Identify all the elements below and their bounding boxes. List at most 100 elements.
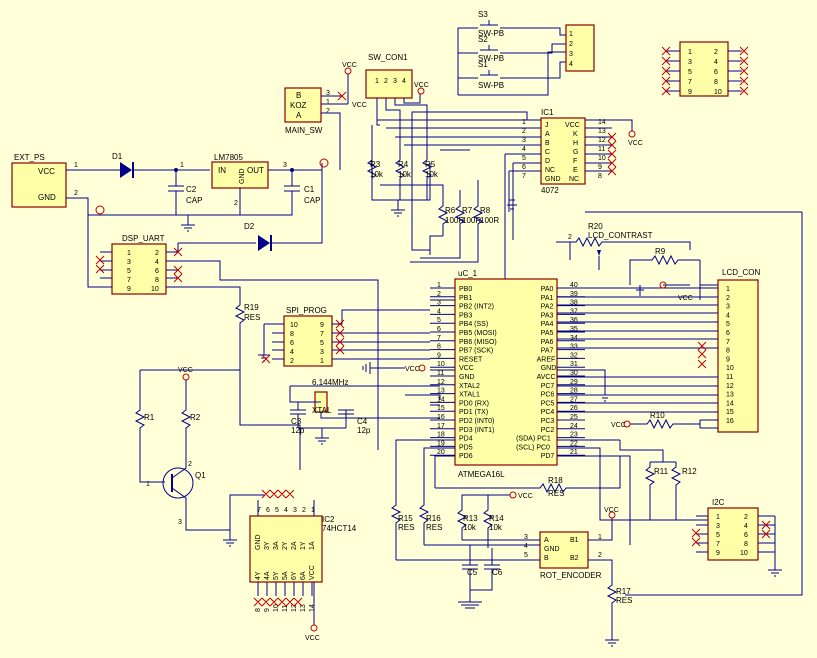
uc-pin-number: 25 bbox=[570, 414, 578, 421]
lcd-pin-number: 15 bbox=[726, 409, 734, 416]
svg-text:9: 9 bbox=[716, 550, 720, 557]
svg-text:74HCT14: 74HCT14 bbox=[322, 524, 357, 533]
resistor-r6: R6 100R bbox=[437, 200, 464, 236]
svg-text:SW-PB: SW-PB bbox=[478, 29, 504, 38]
uc-pin-label: PA1 bbox=[541, 295, 554, 302]
main-switch: B KOZ A 3 1 2 MAIN_SW bbox=[284, 87, 330, 135]
uc-pin-number: 7 bbox=[437, 335, 441, 342]
svg-text:7: 7 bbox=[716, 541, 720, 548]
ic2-bottom-pin-number: 11 bbox=[282, 605, 289, 612]
svg-text:VCC: VCC bbox=[604, 507, 619, 514]
uc-pin-label: PA4 bbox=[541, 321, 554, 328]
uc-pin-label: PB2 (INT2) bbox=[459, 304, 494, 311]
svg-text:RES: RES bbox=[616, 596, 632, 605]
svg-text:14: 14 bbox=[598, 119, 606, 126]
ic2-top-pin-label: 3A bbox=[273, 541, 280, 550]
svg-text:R19: R19 bbox=[244, 303, 259, 312]
uc-pin-number: 17 bbox=[437, 423, 445, 430]
svg-text:10: 10 bbox=[151, 286, 159, 293]
svg-text:5: 5 bbox=[524, 552, 528, 559]
lcd-pin-number: 13 bbox=[726, 392, 734, 399]
svg-text:8: 8 bbox=[744, 541, 748, 548]
lcd-pin-number: 4 bbox=[726, 312, 730, 319]
ic2-bottom-pin-number: 14 bbox=[309, 604, 316, 612]
svg-text:R5: R5 bbox=[425, 160, 436, 169]
svg-text:VCC: VCC bbox=[414, 82, 429, 89]
svg-text:R15: R15 bbox=[398, 514, 413, 523]
uc-pin-number: 9 bbox=[437, 352, 441, 359]
uc-pin-label: PD5 bbox=[459, 444, 473, 451]
svg-text:3: 3 bbox=[522, 137, 526, 144]
svg-text:B: B bbox=[545, 140, 550, 147]
rotary-encoder: A GND B B1 B2 3 4 5 1 2 ROT_ENCODER bbox=[524, 531, 602, 580]
svg-text:B: B bbox=[544, 555, 549, 562]
lcd-pin-number: 7 bbox=[726, 339, 730, 346]
svg-text:2: 2 bbox=[74, 190, 78, 197]
lcd-pin-number: 5 bbox=[726, 321, 730, 328]
svg-text:2: 2 bbox=[522, 128, 526, 135]
svg-text:5: 5 bbox=[127, 268, 131, 275]
resistor-r7: R7 100R bbox=[454, 200, 481, 236]
svg-text:A: A bbox=[296, 111, 302, 120]
svg-text:6: 6 bbox=[155, 268, 159, 275]
svg-text:D: D bbox=[545, 158, 550, 165]
svg-text:R8: R8 bbox=[480, 206, 491, 215]
uc-pin-label: PD7 bbox=[541, 453, 555, 460]
svg-text:1: 1 bbox=[569, 31, 573, 38]
resistor-r9: R9 bbox=[645, 247, 700, 266]
svg-text:C5: C5 bbox=[467, 568, 478, 577]
resistor-r8: R8 100R bbox=[472, 200, 499, 236]
uc-pin-label: PC3 bbox=[541, 418, 555, 425]
uc-pin-label: PB7 (SCK) bbox=[459, 348, 493, 355]
uc-pin-number: 19 bbox=[437, 440, 445, 447]
ic2-bottom-pin-number: 12 bbox=[291, 604, 298, 612]
svg-text:VCC: VCC bbox=[628, 140, 643, 147]
svg-text:100R: 100R bbox=[445, 216, 464, 225]
ic2-bottom-pin-number: 10 bbox=[273, 604, 280, 612]
svg-text:2: 2 bbox=[568, 234, 572, 241]
svg-text:3: 3 bbox=[688, 59, 692, 66]
ic2-top-pin-number: 1 bbox=[311, 507, 315, 514]
svg-text:7: 7 bbox=[522, 173, 526, 180]
uc-pin-label: PA5 bbox=[541, 330, 554, 337]
ic2-bottom-pin-number: 8 bbox=[255, 608, 262, 612]
uc-pin-label: PD4 bbox=[459, 436, 473, 443]
svg-text:R10: R10 bbox=[650, 411, 665, 420]
uc-pin-label: (SDA) PC1 bbox=[516, 436, 551, 443]
uc-pin-number: 29 bbox=[570, 379, 578, 386]
svg-text:IN: IN bbox=[218, 166, 226, 175]
uc-pin-label: PB5 (MOSI) bbox=[459, 330, 497, 337]
svg-text:MAIN_SW: MAIN_SW bbox=[285, 126, 323, 135]
svg-text:10k: 10k bbox=[463, 523, 477, 532]
svg-text:4: 4 bbox=[524, 543, 528, 550]
svg-text:SW-PB: SW-PB bbox=[478, 54, 504, 63]
uc-pin-label: PB6 (MISO) bbox=[459, 339, 497, 346]
crystal-xtal: 6.144MHz XTAL bbox=[312, 378, 348, 415]
resistor-r11: R11 bbox=[644, 462, 669, 520]
svg-text:H: H bbox=[573, 140, 578, 147]
uc-pin-number: 12 bbox=[437, 379, 445, 386]
ic2-bottom-pin-number: 13 bbox=[300, 604, 307, 612]
svg-text:R20: R20 bbox=[588, 222, 603, 231]
svg-text:CAP: CAP bbox=[186, 196, 202, 205]
svg-text:1: 1 bbox=[326, 99, 330, 106]
svg-text:XTAL: XTAL bbox=[312, 406, 332, 415]
svg-text:VCC: VCC bbox=[305, 635, 320, 642]
svg-text:5: 5 bbox=[320, 340, 324, 347]
svg-text:4: 4 bbox=[714, 59, 718, 66]
uc-pin-label: PA3 bbox=[541, 312, 554, 319]
svg-text:3: 3 bbox=[569, 51, 573, 58]
svg-text:2: 2 bbox=[598, 552, 602, 559]
svg-text:10: 10 bbox=[740, 550, 748, 557]
svg-text:C1: C1 bbox=[304, 185, 315, 194]
svg-text:2: 2 bbox=[744, 514, 748, 521]
svg-text:GND: GND bbox=[545, 176, 561, 183]
uc-pin-number: 30 bbox=[570, 370, 578, 377]
svg-text:C: C bbox=[545, 149, 550, 156]
svg-text:4: 4 bbox=[744, 523, 748, 530]
svg-text:12p: 12p bbox=[291, 426, 305, 435]
svg-text:VCC: VCC bbox=[678, 295, 693, 302]
regulator-lm7805: LM7805 IN OUT GND 1 2 3 bbox=[180, 153, 287, 207]
svg-text:E: E bbox=[573, 167, 578, 174]
svg-text:C6: C6 bbox=[492, 568, 503, 577]
